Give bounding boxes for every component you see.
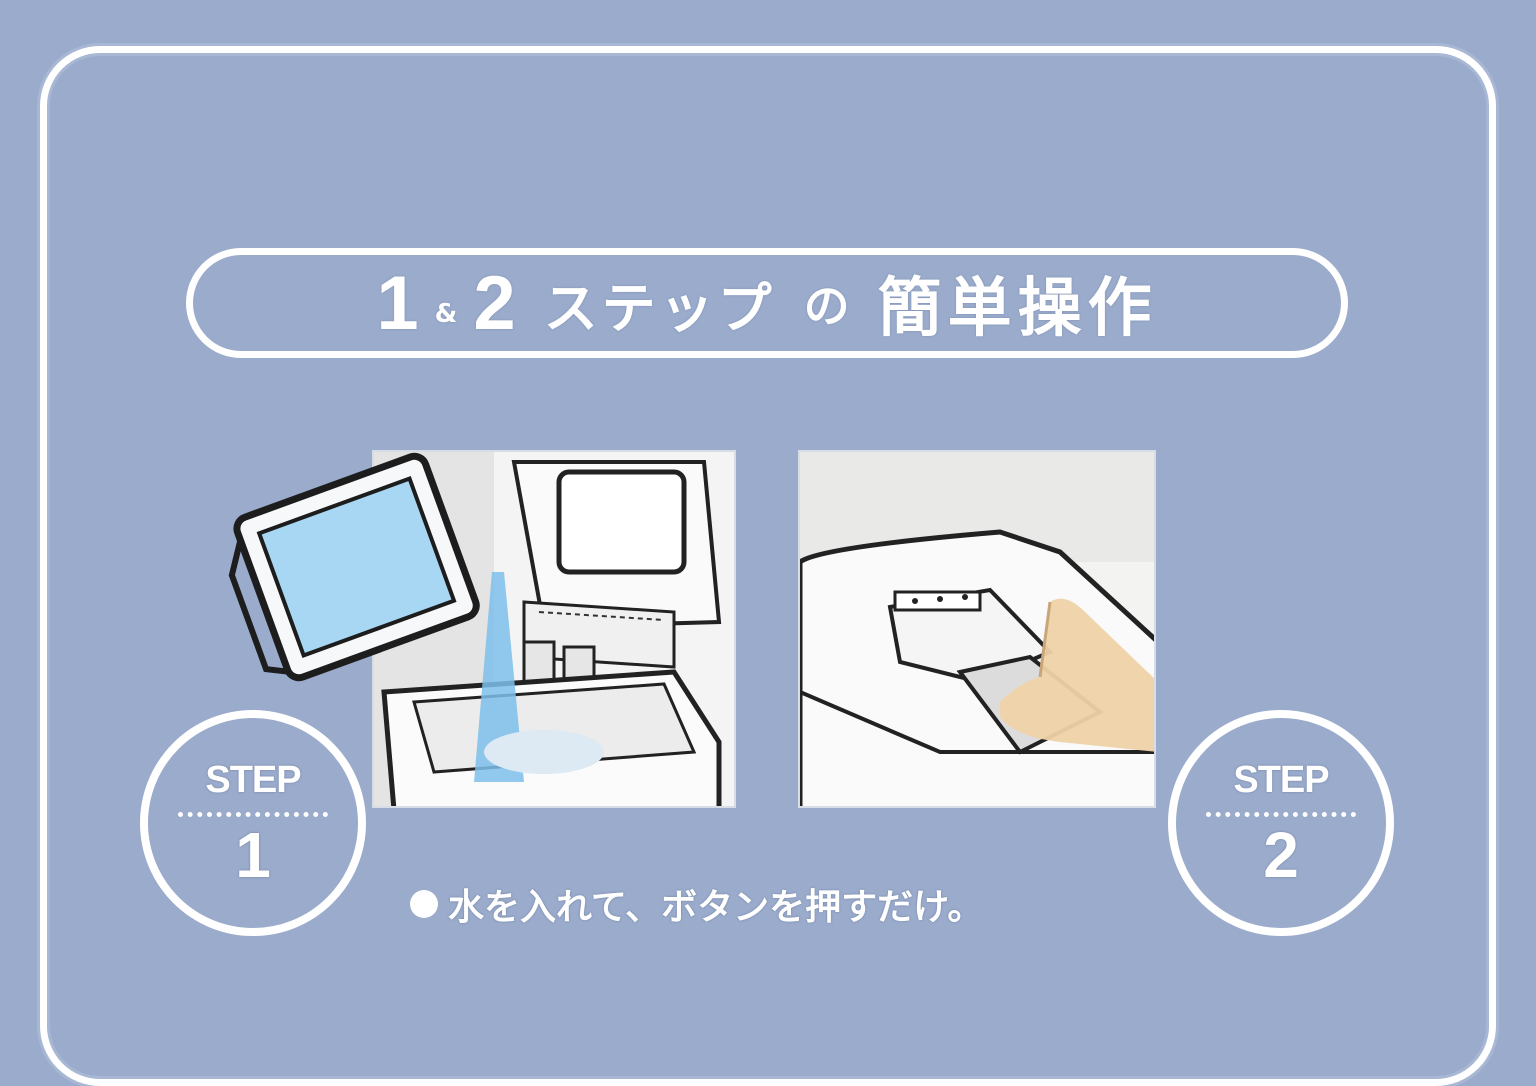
title-ampersand: & [434,299,458,329]
title-number-2: 2 [473,260,516,346]
step2-number: 2 [1263,819,1299,891]
step1-badge: STEP 1 [140,710,366,936]
step1-number: 1 [235,819,271,891]
water-pitcher-icon [228,452,480,682]
title-easy-operation: 簡単操作 [877,272,1158,346]
title-number-1: 1 [376,260,419,346]
caption: 水を入れて、ボタンを押すだけ。 [410,878,983,930]
step1-divider [178,812,328,817]
title-particle: の [803,279,850,333]
step2-word: STEP [1233,759,1329,801]
caption-text: 水を入れて、ボタンを押すだけ。 [448,887,984,928]
step2-divider [1206,812,1356,817]
step1-word: STEP [205,759,301,801]
bullet-icon [410,890,438,918]
step2-badge: STEP 2 [1168,710,1394,936]
title-banner: 1 & 2 ステップ の 簡単操作 [186,248,1348,358]
title-steps: ステップ [543,276,776,340]
step2-illustration [798,450,1156,808]
